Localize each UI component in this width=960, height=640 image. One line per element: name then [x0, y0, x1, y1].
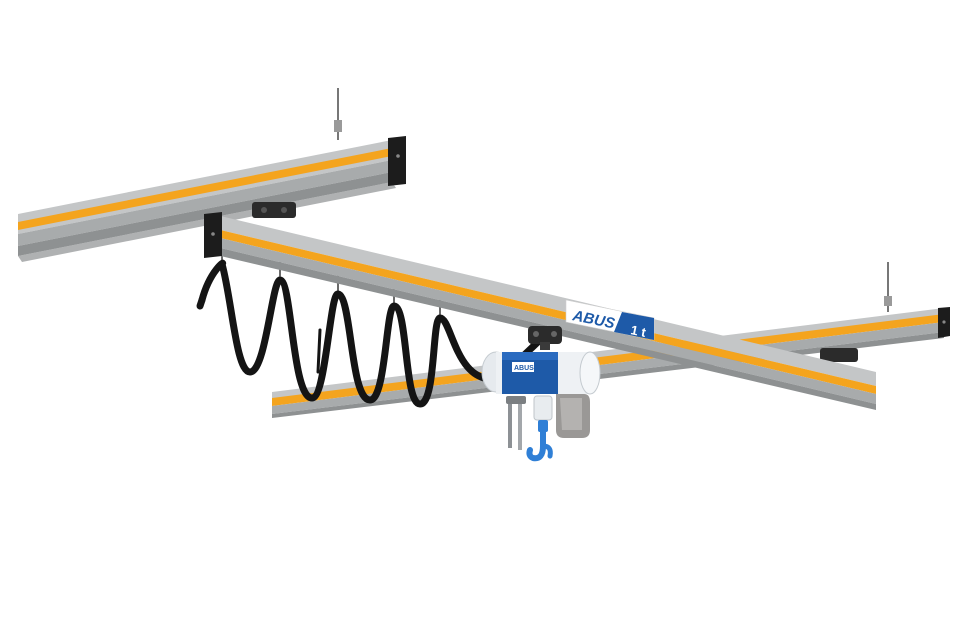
- sign-capacity-text: 1 t: [629, 322, 648, 340]
- hoist-label-text: ABUS: [514, 365, 534, 372]
- hoist-label-plate: [512, 362, 534, 372]
- chain-hoist: ABUS: [481, 326, 601, 462]
- hook-icon: [526, 420, 553, 462]
- runway-rail-right: [272, 262, 950, 418]
- end-cap: [388, 136, 406, 186]
